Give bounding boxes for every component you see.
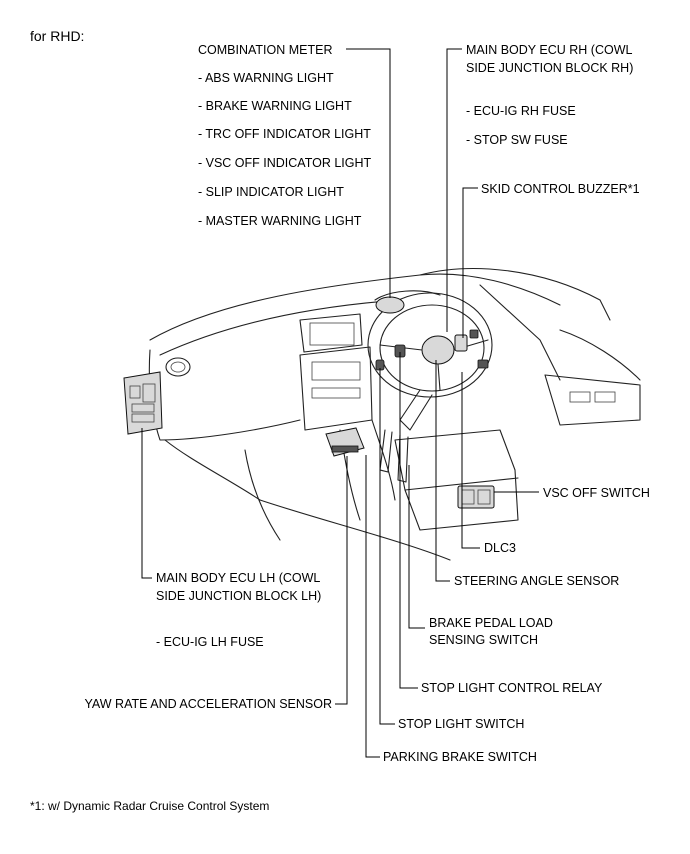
label-main-body-ecu-rh-line2: SIDE JUNCTION BLOCK RH) [466,61,634,75]
main-body-ecu-lh-part [123,371,163,435]
label-ecu-ig-lh-fuse: - ECU-IG LH FUSE [156,635,264,649]
label-vsc-off-indicator: - VSC OFF INDICATOR LIGHT [198,156,372,170]
label-vsc-off-switch: VSC OFF SWITCH [543,486,650,500]
footnote: *1: w/ Dynamic Radar Cruise Control Syst… [30,799,270,813]
label-combination-meter: COMBINATION METER [198,43,333,57]
label-skid-control-buzzer: SKID CONTROL BUZZER*1 [481,182,640,196]
label-main-body-ecu-lh-line1: MAIN BODY ECU LH (COWL [156,571,321,585]
leader-lines [141,48,539,758]
label-trc-off-indicator: - TRC OFF INDICATOR LIGHT [198,127,371,141]
label-parking-brake-switch: PARKING BRAKE SWITCH [383,750,537,764]
dashboard-illustration [148,268,641,561]
label-steering-angle-sensor: STEERING ANGLE SENSOR [454,574,620,588]
label-brake-pedal-load-line1: BRAKE PEDAL LOAD [429,616,553,630]
label-brake-pedal-load-line2: SENSING SWITCH [429,633,539,647]
label-master-warning-light: - MASTER WARNING LIGHT [198,214,362,228]
label-abs-warning-light: - ABS WARNING LIGHT [198,71,334,85]
label-stop-sw-fuse: - STOP SW FUSE [466,133,568,147]
label-stop-light-switch: STOP LIGHT SWITCH [398,717,525,731]
yaw-rate-sensor-part [325,427,365,457]
label-brake-warning-light: - BRAKE WARNING LIGHT [198,99,352,113]
label-main-body-ecu-rh-line1: MAIN BODY ECU RH (COWL [466,43,633,57]
label-slip-indicator: - SLIP INDICATOR LIGHT [198,185,344,199]
diagram-heading: for RHD: [30,28,85,44]
label-yaw-rate-sensor: YAW RATE AND ACCELERATION SENSOR [84,697,333,711]
label-stop-light-control-relay: STOP LIGHT CONTROL RELAY [421,681,603,695]
label-dlc3: DLC3 [484,541,516,555]
label-ecu-ig-rh-fuse: - ECU-IG RH FUSE [466,104,576,118]
label-main-body-ecu-lh-line2: SIDE JUNCTION BLOCK LH) [156,589,322,603]
